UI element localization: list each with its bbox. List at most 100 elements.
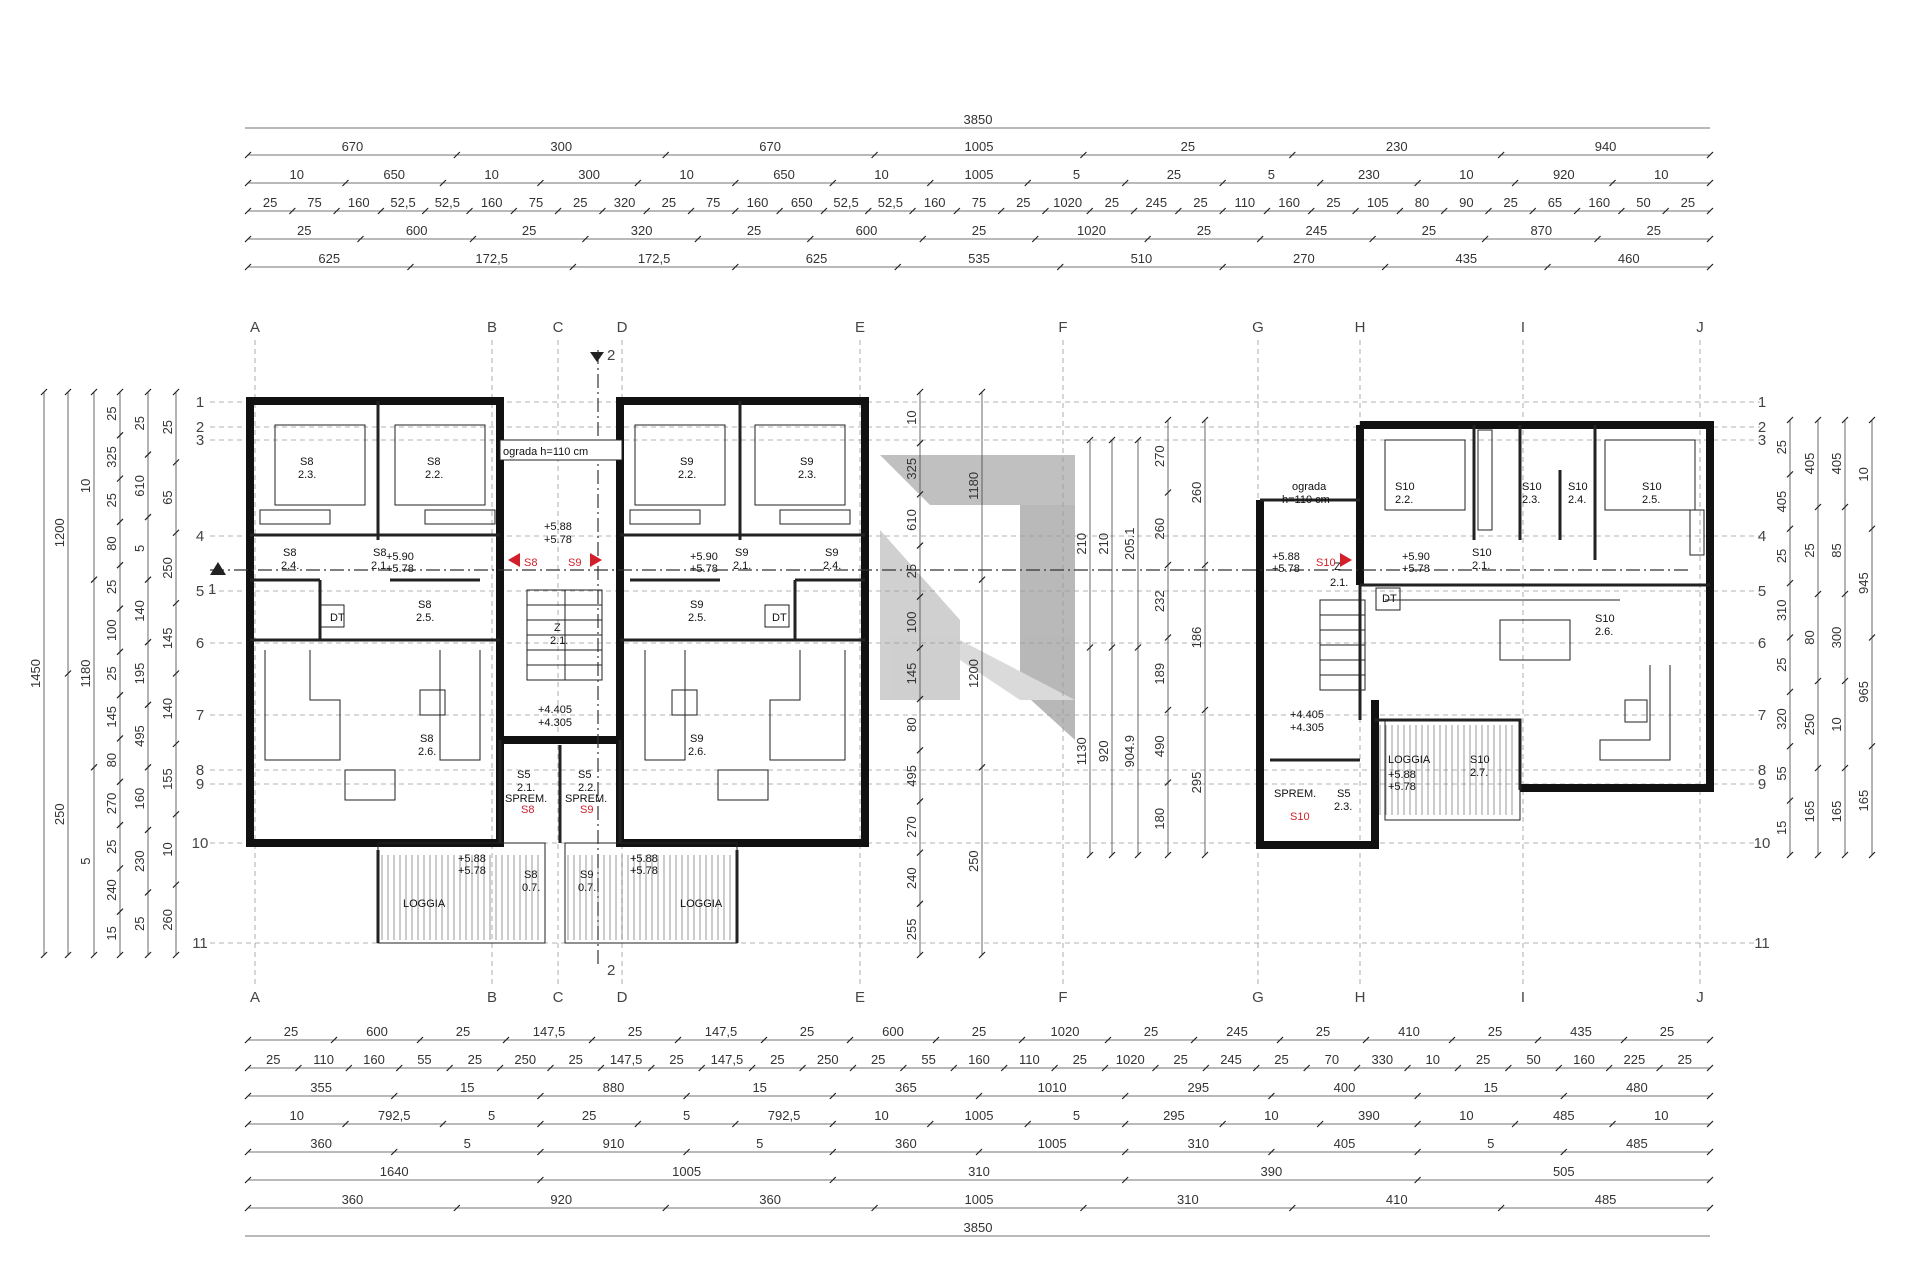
axis-col-top-G: G — [1252, 319, 1264, 336]
bottom-dim-row-6-label: 505 — [1553, 1164, 1575, 1179]
right-dim-c1-label: 15 — [1774, 821, 1789, 835]
right-dim-c3-label: 405 — [1829, 453, 1844, 475]
right-dim-c2-label: 80 — [1802, 630, 1817, 644]
s10-room-25-code: S10 — [1642, 481, 1662, 493]
section-mark-1-left: 1 — [208, 581, 216, 598]
right-dim-c2-label: 165 — [1802, 801, 1817, 823]
bottom-dim-row-4-label: 1005 — [965, 1108, 994, 1123]
right-dim-c1-label: 310 — [1774, 599, 1789, 621]
mid-dim-c1-label: 10 — [904, 410, 919, 424]
axis-row-right-3: 3 — [1758, 432, 1766, 449]
top-dim-row-3-label: 650 — [791, 195, 813, 210]
mid-dim-c1-label: 325 — [904, 458, 919, 480]
s10-room-24-code: S10 — [1568, 481, 1588, 493]
bottom-dim-row-2-label: 110 — [1019, 1052, 1040, 1067]
left-dim-col4-label: 25 — [104, 666, 119, 680]
top-dim-row-4-label: 320 — [631, 223, 653, 238]
left-dim-col6-label: 10 — [160, 842, 175, 856]
bottom-dim-row-1-label: 25 — [456, 1024, 470, 1039]
section-mark-2-bottom: 2 — [607, 962, 615, 979]
left-dim-col6-label: 145 — [160, 627, 175, 649]
mid-dim-c1-label: 270 — [904, 816, 919, 838]
bottom-dim-row-7-label: 485 — [1595, 1192, 1617, 1207]
s10-sprem: SPREM. — [1274, 788, 1316, 800]
left-dim-col6-label: 155 — [160, 768, 175, 790]
axis-col-bottom-D: D — [617, 989, 628, 1006]
mid-dim-c5-label: 205.1 — [1122, 527, 1137, 560]
right-dim-c3-label: 300 — [1829, 627, 1844, 649]
mid-dim-c6-label: 270 — [1152, 445, 1167, 467]
section-mark-2-top: 2 — [607, 347, 615, 364]
level-588: +5.88 — [544, 521, 572, 533]
axis-row-left-8: 8 — [196, 762, 204, 779]
bottom-dim-row-5-label: 5 — [464, 1136, 471, 1151]
s9-dt-label: DT — [772, 612, 787, 624]
loggia-hatching — [381, 855, 731, 940]
s10-stair-z: Z — [1334, 561, 1341, 573]
axis-row-right-4: 4 — [1758, 528, 1766, 545]
s10-stair-z-num: 2.1. — [1330, 577, 1348, 589]
bottom-dim-row-4-label: 5 — [1073, 1108, 1080, 1123]
s10-room-23-code: S10 — [1522, 481, 1542, 493]
top-dim-row-4-label: 25 — [1422, 223, 1436, 238]
bottom-dim-row-2-label: 25 — [1476, 1052, 1490, 1067]
bottom-dim-row-1-label: 435 — [1570, 1024, 1592, 1039]
top-dim-row-1-label: 25 — [1181, 139, 1195, 154]
right-building-walls — [1256, 421, 1714, 849]
sprem-s9-red: S9 — [580, 804, 593, 816]
s10-room-27-num: 2.7. — [1470, 767, 1488, 779]
top-dim-row-5-label: 270 — [1293, 251, 1315, 266]
top-dim-row-5-label: 172,5 — [638, 251, 671, 266]
bottom-dim-row-6-label: 1005 — [672, 1164, 701, 1179]
s8-loggia-level-588: +5.88 — [458, 853, 486, 865]
stair-z-num: 2.1. — [550, 635, 568, 647]
left-dim-col5-label: 610 — [132, 475, 147, 497]
bottom-dim-row-7-label: 920 — [550, 1192, 572, 1207]
top-dim-row-5-label: 172,5 — [475, 251, 508, 266]
top-dim-row-2-label: 230 — [1358, 167, 1380, 182]
s10-ograda-h: h=110 cm — [1282, 494, 1330, 506]
axis-col-top-D: D — [617, 319, 628, 336]
top-dim-row-1-label: 670 — [342, 139, 364, 154]
bottom-dim-row-1-label: 147,5 — [533, 1024, 566, 1039]
mid-dim-c1-label: 240 — [904, 867, 919, 889]
top-dim-row-4-label: 25 — [1197, 223, 1211, 238]
top-dim-row-5-label: 625 — [806, 251, 828, 266]
bottom-dim-row-2-label: 55 — [417, 1052, 431, 1067]
mid-dim-c5: 205.1 904.9 — [1122, 436, 1142, 859]
top-dim-row-3-label: 52,5 — [878, 195, 903, 210]
sprem-s10-red: S10 — [1290, 811, 1310, 823]
top-dim-row-5-label: 535 — [968, 251, 990, 266]
left-dim-col4-label: 80 — [104, 753, 119, 767]
axis-col-top-A: A — [250, 319, 260, 336]
s10-level-578: +5.78 — [1402, 563, 1430, 575]
top-dim-row-2-label: 10 — [484, 167, 498, 182]
mid-dim-c5-label: 904.9 — [1122, 735, 1137, 768]
bottom-dim-row-5-label: 910 — [603, 1136, 625, 1151]
mid-dim-c1-label: 495 — [904, 765, 919, 787]
s8-room-24-num: 2.4. — [281, 560, 299, 572]
stair-z-code: Z — [554, 622, 561, 634]
right-dim-c2-label: 405 — [1802, 453, 1817, 475]
top-dim-row-3-label: 25 — [263, 195, 277, 210]
right-dim-c1-label: 320 — [1774, 708, 1789, 730]
top-dim-row-3-label: 160 — [924, 195, 946, 210]
axis-col-bottom-G: G — [1252, 989, 1264, 1006]
s10-s5-code: S5 — [1337, 788, 1350, 800]
mid-dim-c7-label: 260 — [1189, 482, 1204, 504]
sprem-s5-code-b: S5 — [578, 769, 591, 781]
axis-row-left-11: 11 — [192, 935, 208, 952]
bottom-total-dimension: 3850 — [245, 1220, 1710, 1237]
s8-room-25-num: 2.5. — [416, 612, 434, 624]
left-dim-col5-label: 5 — [132, 545, 147, 552]
bottom-dim-row-7-label: 310 — [1177, 1192, 1199, 1207]
top-total-label: 3850 — [964, 112, 993, 127]
